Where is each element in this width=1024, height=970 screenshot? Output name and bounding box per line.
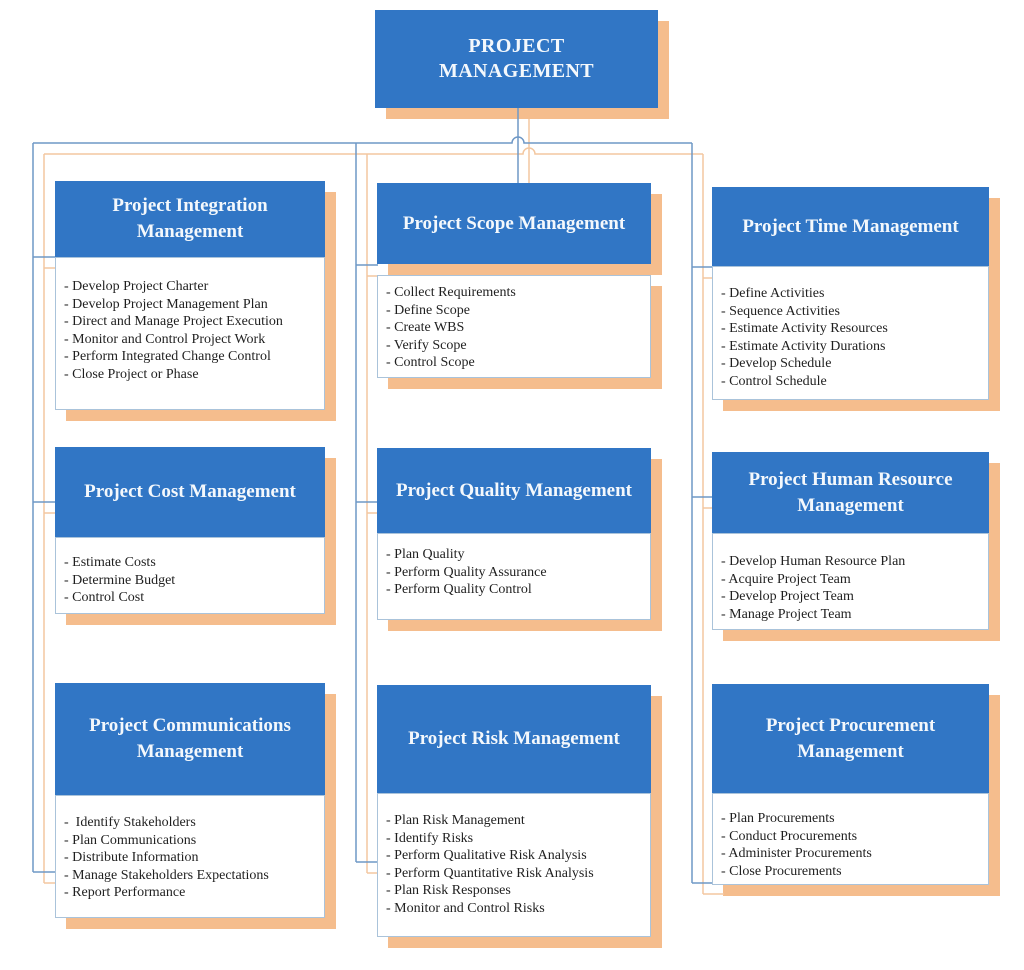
list-item: - Control Scope xyxy=(386,355,475,370)
box-body-human-resource: - Develop Human Resource Plan - Acquire P… xyxy=(712,533,989,630)
connector-lines xyxy=(32,108,713,884)
list-item: - Plan Quality xyxy=(386,547,465,562)
list-item: - Collect Requirements xyxy=(386,285,516,300)
list-item: - Control Cost xyxy=(64,590,145,605)
list-item: - Direct and Manage Project Execution xyxy=(64,314,283,329)
box-header-cost: Project Cost Management xyxy=(55,447,325,537)
connector-shadow-lines xyxy=(43,119,724,895)
list-item: - Perform Integrated Change Control xyxy=(64,349,271,364)
box-body-scope: - Collect Requirements - Define Scope - Cr… xyxy=(377,275,651,378)
list-item: - Verify Scope xyxy=(386,337,467,353)
box-body-quality: - Plan Quality - Perform Quality Assuranc… xyxy=(377,533,651,620)
list-item: - Estimate Activity Resources xyxy=(721,321,888,336)
list-item: - Plan Risk Management xyxy=(386,813,525,828)
list-item: - Plan Procurements xyxy=(721,811,835,826)
box-header-integration: Project Integration Management xyxy=(55,181,325,257)
box-title-communications: Project Communications Management xyxy=(89,715,291,762)
box-title-scope: Project Scope Management xyxy=(402,212,626,234)
list-item: - Control Schedule xyxy=(721,373,827,389)
box-title-human-resource: Project Human Resource Management xyxy=(748,468,953,516)
root-title: PROJECT MANAGEMENT xyxy=(438,35,595,82)
list-item: - Administer Procurements xyxy=(721,846,872,861)
connector-shadow-horizontal xyxy=(44,147,703,155)
list-item: - Report Performance xyxy=(64,885,186,900)
box-title-quality: Project Quality Management xyxy=(395,479,633,501)
box-header-human-resource: Project Human Resource Management xyxy=(712,452,989,533)
list-item: - Estimate Costs xyxy=(64,555,156,570)
box-header-scope: Project Scope Management xyxy=(377,183,651,264)
list-item: - Perform Quality Control xyxy=(386,582,532,597)
box-body-integration: - Develop Project Charter - Develop Proje… xyxy=(55,257,325,410)
box-body-risk: - Plan Risk Management - Identify Risks - … xyxy=(377,793,651,937)
list-item: - Plan Communications xyxy=(64,832,197,848)
list-item: - Manage Project Team xyxy=(721,606,852,622)
list-item: - Develop Project Charter xyxy=(64,279,209,294)
box-title-integration: Project Integration Management xyxy=(112,195,268,242)
box-header-communications: Project Communications Management xyxy=(55,683,325,795)
box-title-procurement: Project Procurement Management xyxy=(765,714,936,762)
list-item: - Manage Stakeholders Expectations xyxy=(64,867,269,883)
list-item: - Close Procurements xyxy=(721,863,842,879)
list-item: - Monitor and Control Project Work xyxy=(64,331,266,347)
root-node-project-management: PROJECT MANAGEMENT xyxy=(375,10,658,108)
list-item: - Define Activities xyxy=(721,286,825,301)
list-item: - Perform Quality Assurance xyxy=(386,564,547,580)
box-body-procurement: - Plan Procurements - Conduct Procurement… xyxy=(712,793,989,885)
list-item: - Identify Stakeholders xyxy=(64,815,196,830)
list-item: - Perform Qualitative Risk Analysis xyxy=(386,848,587,863)
list-item: - Develop Schedule xyxy=(721,356,832,371)
box-body-communications: - Identify Stakeholders - Plan Communicat… xyxy=(55,795,325,918)
box-body-time: - Define Activities - Sequence Activities… xyxy=(712,266,989,400)
list-item: - Estimate Activity Durations xyxy=(721,338,886,354)
list-item: - Determine Budget xyxy=(64,572,176,588)
list-item: - Sequence Activities xyxy=(721,303,840,319)
box-header-procurement: Project Procurement Management xyxy=(712,684,989,793)
list-item: - Develop Human Resource Plan xyxy=(721,554,906,569)
box-header-risk: Project Risk Management xyxy=(377,685,651,793)
box-title-cost: Project Cost Management xyxy=(84,481,296,502)
list-item: - Create WBS xyxy=(386,320,465,335)
list-item: - Plan Risk Responses xyxy=(386,883,511,898)
list-item: - Define Scope xyxy=(386,302,470,318)
box-title-time: Project Time Management xyxy=(742,215,959,237)
list-item: - Monitor and Control Risks xyxy=(386,900,545,916)
list-item: - Develop Project Management Plan xyxy=(64,296,268,312)
list-item: - Perform Quantitative Risk Analysis xyxy=(386,865,594,881)
box-body-cost: - Estimate Costs - Determine Budget - Cont… xyxy=(55,537,325,614)
connector-horizontal xyxy=(33,136,692,144)
list-item: - Close Project or Phase xyxy=(64,366,199,382)
box-header-time: Project Time Management xyxy=(712,187,989,266)
list-item: - Acquire Project Team xyxy=(721,571,851,587)
box-title-risk: Project Risk Management xyxy=(408,728,620,749)
box-header-quality: Project Quality Management xyxy=(377,448,651,533)
list-item: - Identify Risks xyxy=(386,830,474,846)
list-item: - Develop Project Team xyxy=(721,589,854,604)
list-item: - Distribute Information xyxy=(64,850,199,865)
list-item: - Conduct Procurements xyxy=(721,828,858,844)
